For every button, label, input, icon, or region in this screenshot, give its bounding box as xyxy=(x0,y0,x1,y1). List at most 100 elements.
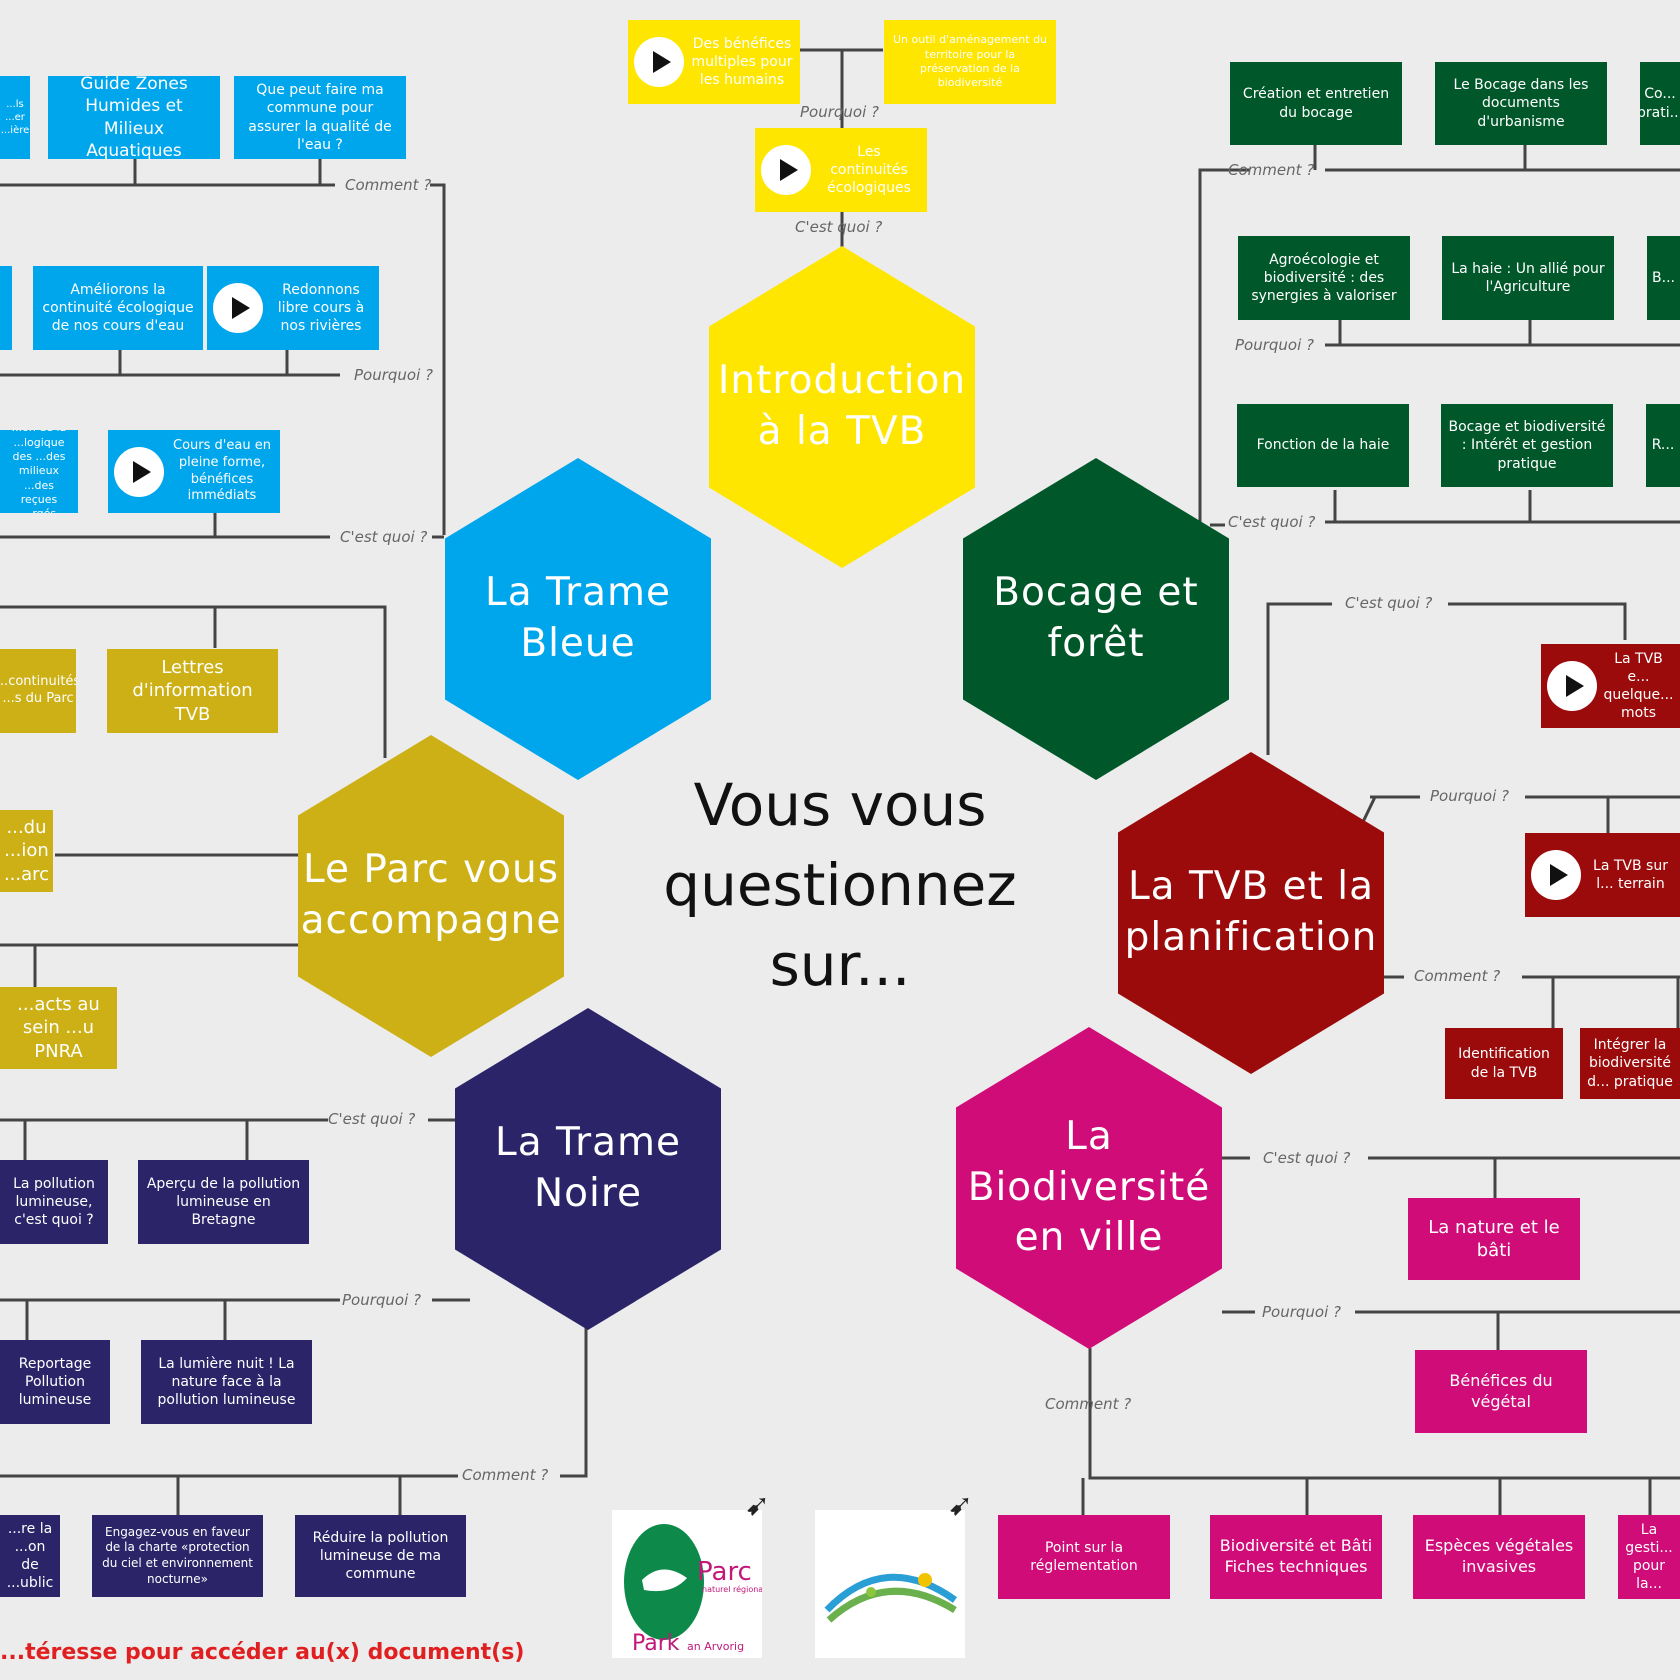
card-label: Un outil d'aménagement du territoire pou… xyxy=(892,33,1048,90)
central-question: Vous vous questionnez sur... xyxy=(600,765,1080,1005)
hex-tvb-planification[interactable]: La TVB et la planification xyxy=(1118,752,1384,1074)
hex-biodiversite-label: La Biodiversité en ville xyxy=(967,1113,1211,1261)
card-label: Guide Zones Humides et Milieux Aquatique… xyxy=(80,76,188,159)
label-pourquoi: Pourquoi ? xyxy=(1235,336,1314,354)
card-label: Aperçu de la pollution lumineuse en Bret… xyxy=(146,1175,301,1229)
card-label: ...re la ...on de ...ublic xyxy=(6,1520,54,1592)
hex-intro-label: Introduction à la TVB xyxy=(717,358,967,454)
card-guide-zones-humides[interactable]: Guide Zones Humides et Milieux Aquatique… xyxy=(48,76,220,159)
card-label: Reportage Pollution lumineuse xyxy=(18,1355,92,1409)
card-lettres-information[interactable]: Lettres d'information TVB xyxy=(107,649,278,733)
logo-trame-verte-bleue[interactable]: ➹ xyxy=(815,1488,973,1658)
hex-parc-accompagne[interactable]: Le Parc vous accompagne xyxy=(298,735,564,1057)
label-cest-quoi: C'est quoi ? xyxy=(1228,513,1316,531)
card-tvb-terrain[interactable]: La TVB sur l... terrain xyxy=(1525,833,1680,917)
card-label: R... xyxy=(1651,437,1675,454)
card-green-clipped[interactable]: Co... prati... xyxy=(1640,62,1680,145)
card-especes-invasives[interactable]: Espèces végétales invasives xyxy=(1413,1515,1585,1599)
card-gold-clipped-2[interactable]: ...du ...ion ...arc xyxy=(0,810,53,892)
card-gold-clipped[interactable]: ...continuités ...s du Parc xyxy=(0,649,76,733)
card-label: ...continuités ...s du Parc xyxy=(0,674,76,706)
label-pourquoi: Pourquoi ? xyxy=(354,366,433,384)
hex-bocage-label: Bocage et forêt xyxy=(993,570,1199,666)
card-identification-tvb[interactable]: Identification de la TVB xyxy=(1445,1028,1563,1099)
card-label: Lettres d'information TVB xyxy=(132,656,253,725)
card-label: Les continuités écologiques xyxy=(827,143,911,197)
play-icon xyxy=(1531,850,1581,900)
label-cest-quoi: C'est quoi ? xyxy=(1263,1149,1351,1167)
card-pollution-lumineuse-quoi[interactable]: La pollution lumineuse, c'est quoi ? xyxy=(0,1160,108,1244)
label-comment: Comment ? xyxy=(462,1466,549,1484)
card-label: Co... prati... xyxy=(1640,86,1680,121)
card-gold-contacts[interactable]: ...acts au sein ...u PNRA xyxy=(0,987,117,1069)
card-benefices-humains[interactable]: Des bénéfices multiples pour les humains xyxy=(628,20,800,104)
card-label: Redonnons libre cours à nos rivières xyxy=(277,281,365,335)
card-label: Cours d'eau en pleine forme, bénéfices i… xyxy=(173,437,271,504)
card-apercu-pollution[interactable]: Aperçu de la pollution lumineuse en Bret… xyxy=(138,1160,309,1244)
label-pourquoi: Pourquoi ? xyxy=(342,1291,421,1309)
hex-parc-label: Le Parc vous accompagne xyxy=(300,847,562,943)
label-cest-quoi: C'est quoi ? xyxy=(328,1110,416,1128)
card-label: La gesti... pour la... xyxy=(1625,1521,1673,1593)
card-pink-clipped[interactable]: La gesti... pour la... xyxy=(1618,1515,1680,1599)
card-label: Réduire la pollution lumineuse de ma com… xyxy=(312,1529,449,1583)
label-cest-quoi: C'est quoi ? xyxy=(1345,594,1433,612)
hex-trame-bleue-label: La Trame Bleue xyxy=(484,570,672,666)
label-comment: Comment ? xyxy=(1045,1395,1132,1413)
card-label: Que peut faire ma commune pour assurer l… xyxy=(248,82,392,153)
play-icon xyxy=(213,283,263,333)
card-cours-eau-pleine-forme[interactable]: Cours d'eau en pleine forme, bénéfices i… xyxy=(108,430,280,513)
card-continuites-ecologiques[interactable]: Les continuités écologiques xyxy=(755,128,927,212)
card-outil-amenagement[interactable]: Un outil d'aménagement du territoire pou… xyxy=(884,20,1056,104)
card-fonction-haie[interactable]: Fonction de la haie xyxy=(1237,404,1409,487)
card-green-clipped-3[interactable]: R... xyxy=(1646,404,1680,487)
logo-parc-text: Parc xyxy=(697,1557,752,1587)
card-label: Engagez-vous en faveur de la charte «pro… xyxy=(102,1524,253,1586)
card-label: B... xyxy=(1652,269,1675,286)
card-label: La TVB sur l... terrain xyxy=(1593,857,1668,892)
card-label: ...ls ...er ...ière xyxy=(0,99,30,136)
card-bocage-biodiversite[interactable]: Bocage et biodiversité : Intérêt et gest… xyxy=(1441,404,1613,487)
card-blue-clipped-2[interactable] xyxy=(0,266,12,350)
card-label: Bénéfices du végétal xyxy=(1449,1370,1553,1411)
card-benefices-vegetal[interactable]: Bénéfices du végétal xyxy=(1415,1350,1587,1433)
card-nature-bati[interactable]: La nature et le bâti xyxy=(1408,1198,1580,1280)
card-lumiere-nuit[interactable]: La lumière nuit ! La nature face à la po… xyxy=(141,1340,312,1424)
card-blue-clipped[interactable]: ...ls ...er ...ière xyxy=(0,76,30,159)
logo-park-subtitle: an Arvorig xyxy=(687,1640,744,1653)
label-cest-quoi: C'est quoi ? xyxy=(795,218,883,236)
card-creation-entretien-bocage[interactable]: Création et entretien du bocage xyxy=(1230,62,1402,145)
card-label: La lumière nuit ! La nature face à la po… xyxy=(157,1355,296,1409)
hex-planification-label: La TVB et la planification xyxy=(1124,864,1378,960)
card-haie-agriculture[interactable]: La haie : Un allié pour l'Agriculture xyxy=(1442,236,1614,320)
parc-armorique-logo-graphic: Parc naturel régional d'Armorique Park a… xyxy=(624,1524,817,1656)
label-cest-quoi: C'est quoi ? xyxy=(340,528,428,546)
label-comment: Comment ? xyxy=(345,176,432,194)
card-bocage-urbanisme[interactable]: Le Bocage dans les documents d'urbanisme xyxy=(1435,62,1607,145)
card-tvb-quelques-mots[interactable]: La TVB e... quelque... mots xyxy=(1541,644,1680,728)
card-reduire-pollution[interactable]: Réduire la pollution lumineuse de ma com… xyxy=(295,1515,466,1597)
central-question-line: Vous vous xyxy=(693,771,987,839)
card-label: Espèces végétales invasives xyxy=(1424,1536,1574,1576)
card-integrer-biodiversite[interactable]: Intégrer la biodiversité d... pratique xyxy=(1580,1028,1680,1099)
card-label: Identification de la TVB xyxy=(1458,1046,1550,1081)
card-reportage-pollution[interactable]: Reportage Pollution lumineuse xyxy=(0,1340,110,1424)
card-navy-clipped[interactable]: ...re la ...on de ...ublic xyxy=(0,1515,60,1597)
card-libre-cours-rivieres[interactable]: Redonnons libre cours à nos rivières xyxy=(207,266,379,350)
card-label: Point sur la réglementation xyxy=(1030,1539,1138,1574)
card-continuite-cours-eau[interactable]: Améliorons la continuité écologique de n… xyxy=(33,266,203,350)
card-green-clipped-2[interactable]: B... xyxy=(1647,236,1680,320)
logo-parc-armorique[interactable]: Parc naturel régional d'Armorique Park a… xyxy=(612,1488,817,1658)
card-biodiversite-bati[interactable]: Biodiversité et Bâti Fiches techniques xyxy=(1210,1515,1382,1599)
card-label: ...du ...ion ...arc xyxy=(3,816,50,885)
card-commune-qualite-eau[interactable]: Que peut faire ma commune pour assurer l… xyxy=(234,76,406,159)
card-reglementation[interactable]: Point sur la réglementation xyxy=(998,1515,1170,1599)
label-pourquoi: Pourquoi ? xyxy=(1262,1303,1341,1321)
card-charte-ciel[interactable]: Engagez-vous en faveur de la charte «pro… xyxy=(92,1515,263,1597)
card-blue-clipped-3[interactable]: ...on de la ...logique des ...des milieu… xyxy=(0,430,78,513)
label-comment: Comment ? xyxy=(1228,161,1315,179)
card-agroecologie[interactable]: Agroécologie et biodiversité : des syner… xyxy=(1238,236,1410,320)
play-icon xyxy=(1547,661,1597,711)
card-label: Améliorons la continuité écologique de n… xyxy=(42,281,194,335)
